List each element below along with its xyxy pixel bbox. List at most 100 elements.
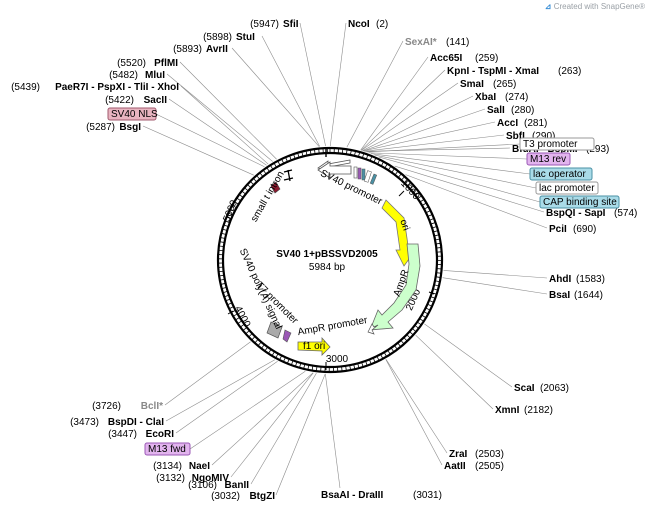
site-name: BclI* (141, 401, 163, 412)
t3-promoter-mark (353, 166, 358, 179)
backbone-hatch-tick (384, 164, 388, 168)
backbone-hatch-tick (436, 276, 441, 278)
snapgene-watermark: ⊿ Created with SnapGene® (545, 2, 645, 11)
site-sfii: (5947)SfiI (250, 19, 299, 30)
backbone-hatch-tick (233, 313, 238, 317)
box-m13-rev-frame (526, 152, 571, 166)
box-cap-binding-site-text: CAP binding site (543, 197, 617, 208)
terminator-mark (283, 169, 294, 182)
box-m13-rev: M13 rev (526, 152, 571, 166)
backbone-hatch-tick (291, 360, 294, 365)
backbone-hatch-tick (309, 150, 312, 155)
tick-mark-1000 (398, 190, 405, 197)
leader-line-right (361, 82, 459, 151)
backbone-hatch-tick (409, 331, 414, 335)
site-scai: ScaI(2063) (514, 383, 569, 394)
ampr-promoter-label: AmpR promoter (297, 315, 369, 338)
leader-line-left (211, 372, 314, 466)
backbone-hatch-tick (417, 195, 422, 199)
backbone-hatch-tick (424, 311, 428, 315)
backbone-hatch-tick (224, 294, 229, 298)
backbone-hatch-tick (384, 352, 387, 357)
backbone-hatch-tick (419, 318, 424, 322)
ampr-promoter-label-group: AmpR promoter (297, 315, 369, 338)
site-bspqi: BspQI - SapI(574) (546, 208, 637, 219)
backbone-hatch-tick (403, 337, 408, 342)
backbone-hatch-tick (256, 175, 260, 180)
site-pos: (3473) (70, 417, 99, 428)
backbone-hatch-tick (349, 365, 351, 370)
backbone-hatch-tick (369, 359, 372, 364)
leader-line-right (415, 334, 494, 410)
site-pos: (1583) (576, 274, 605, 285)
site-pos: (141) (446, 37, 469, 48)
backbone-hatch-tick (434, 234, 439, 237)
site-pos: (3726) (92, 401, 121, 412)
backbone-hatch-tick (287, 359, 290, 364)
backbone-hatch-tick (391, 168, 395, 173)
backbone-hatch-tick (232, 205, 237, 208)
site-name: AvrII (206, 44, 228, 55)
backbone-hatch-tick (277, 161, 281, 166)
backbone-hatch-tick (394, 171, 399, 175)
backbone-hatch-tick (248, 333, 253, 337)
site-mlui: MluI(5482) (109, 70, 165, 81)
site-pos: (5287) (86, 122, 115, 133)
backbone-hatch-tick (253, 178, 257, 182)
leader-line-right (363, 121, 496, 152)
ori-label: ori (397, 218, 411, 232)
site-name: AhdI (549, 274, 571, 285)
leader-lines (142, 22, 548, 496)
site-pos: (3134) (153, 461, 182, 472)
site-pos: (5520) (117, 58, 146, 69)
site-pos: (263) (558, 66, 581, 77)
site-name: ZraI (449, 449, 468, 460)
backbone-hatch-tick (415, 192, 420, 196)
tick-3000: 3000 (326, 354, 349, 365)
backbone-hatch-tick (279, 355, 282, 360)
backbone-hatch-tick (412, 188, 417, 193)
backbone-hatch-tick (433, 230, 438, 233)
backbone-hatch-tick (229, 306, 234, 309)
box-sv40-nls-frame (107, 107, 157, 121)
lac-promoter-mark (363, 170, 372, 183)
leader-line-right (325, 373, 341, 489)
snapgene-logo-icon: ⊿ (544, 2, 552, 11)
site-pos: (3447) (108, 429, 137, 440)
backbone-hatch-tick (244, 187, 249, 191)
leader-line-box (378, 156, 541, 203)
site-pos: (280) (511, 105, 534, 116)
site-name: BanII (225, 480, 250, 491)
leader-line-right (394, 165, 545, 213)
backbone-hatch-tick (250, 181, 254, 185)
plasmid-name: SV40 1+pBSSVD2005 (276, 249, 378, 260)
backbone-hatch-tick (406, 334, 411, 339)
leader-line-left (168, 98, 267, 166)
leader-line-right (360, 69, 446, 151)
leader-line-right (385, 359, 448, 454)
site-pos: (1644) (574, 290, 603, 301)
tick-mark-4000 (227, 310, 234, 315)
site-name: NcoI (348, 19, 370, 30)
backbone-hatch-tick (254, 339, 259, 343)
plasmid-size: 5984 bp (309, 262, 346, 273)
backbone-hatch-tick (376, 356, 380, 361)
f1-ori-label: f1 ori (303, 341, 325, 352)
site-pos: (5439) (11, 82, 40, 93)
site-name: ScaI (514, 383, 535, 394)
ampr-promoter-arrow (367, 323, 379, 335)
leader-line-left (261, 35, 320, 147)
site-pos: (574) (614, 208, 637, 219)
site-banii: BanII(3106) (188, 480, 249, 491)
site-name: AccI (497, 118, 518, 129)
backbone-hatch-tick (270, 165, 274, 170)
backbone-hatch-tick (414, 325, 419, 329)
backbone-hatch-tick (428, 214, 433, 217)
backbone-hatch-tick (223, 291, 228, 293)
backbone-hatch-tick (243, 327, 247, 331)
site-pos: (3132) (156, 473, 185, 484)
site-name: XbaI (475, 92, 496, 103)
ampr-arrow (369, 243, 421, 331)
site-name: PciI (549, 224, 567, 235)
